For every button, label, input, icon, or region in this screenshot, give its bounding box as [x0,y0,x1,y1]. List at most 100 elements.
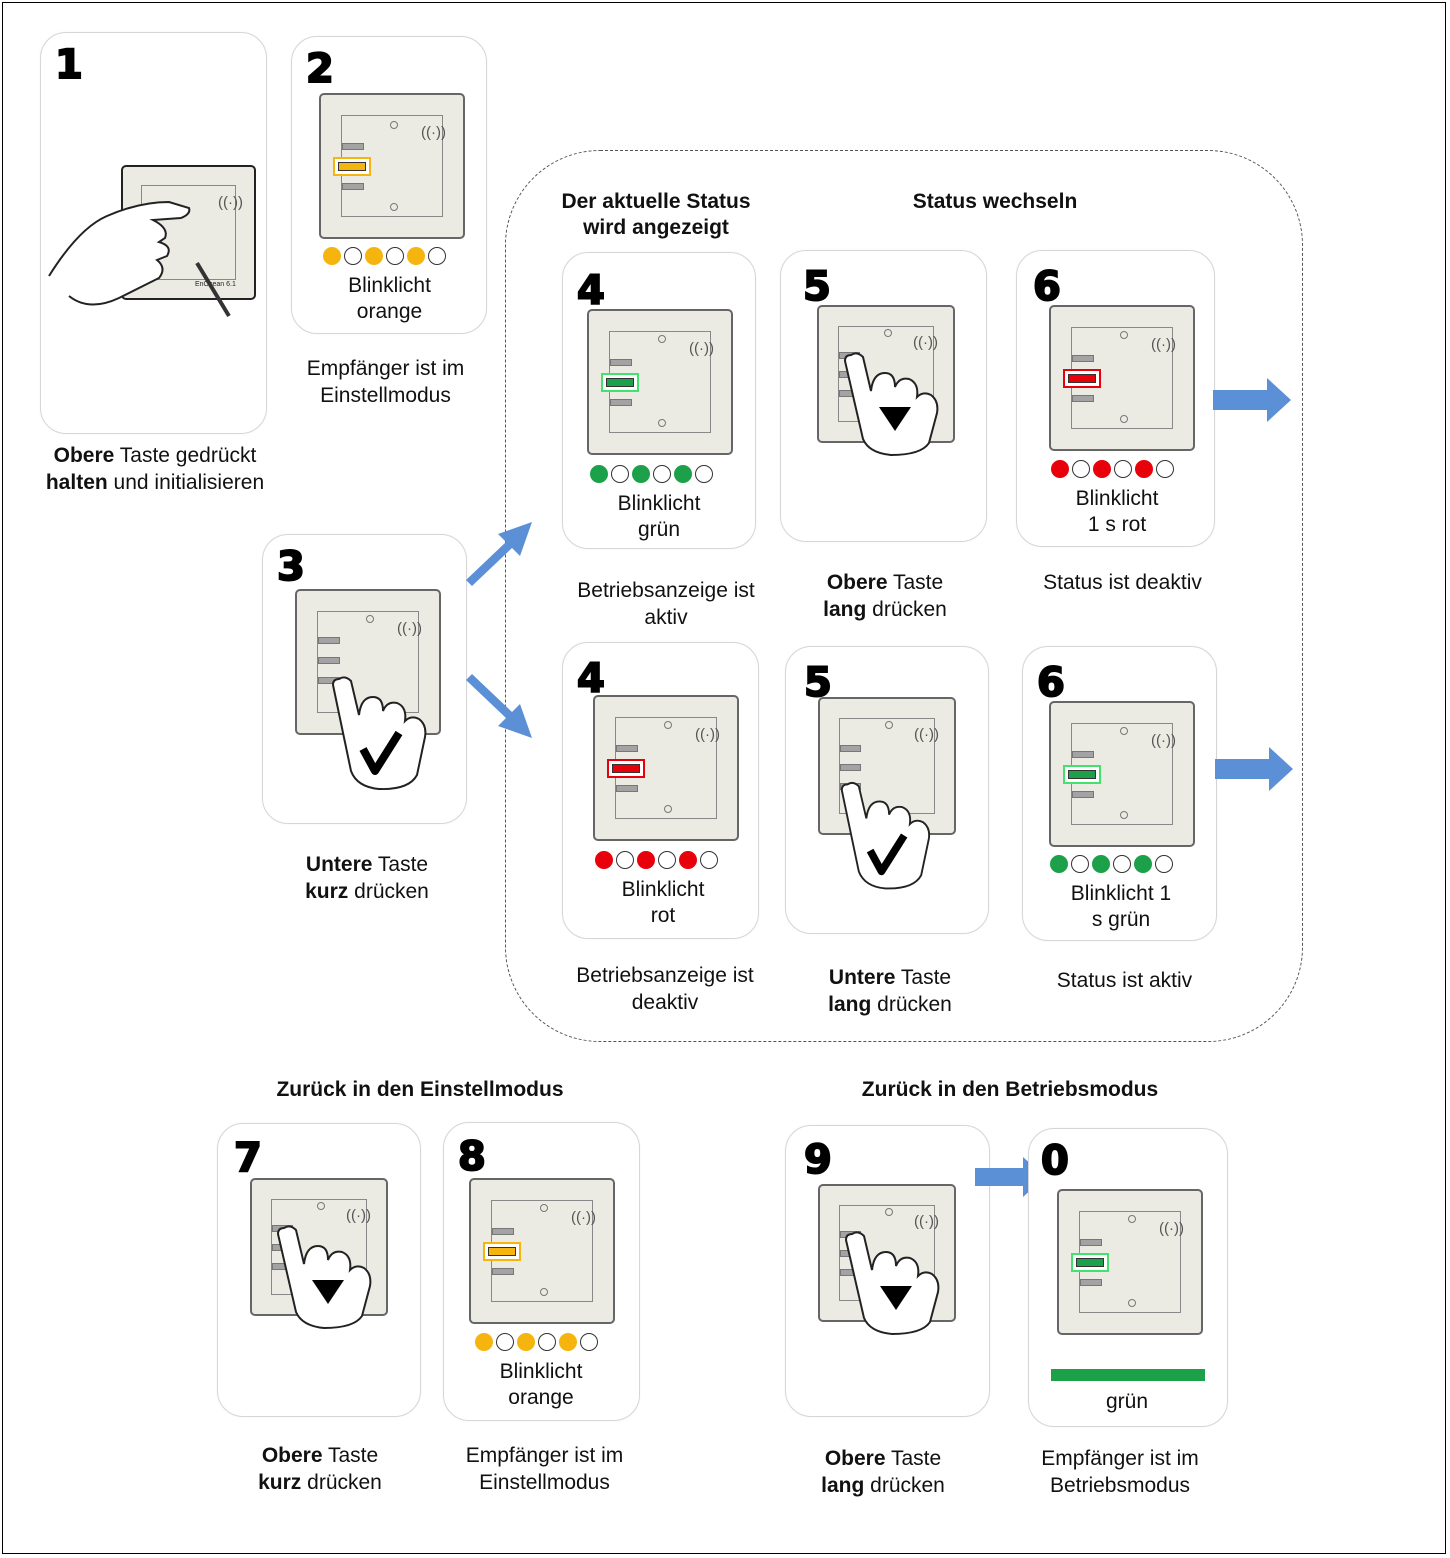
dot-on [517,1333,535,1351]
heading-change-status: Status wechseln [912,190,1078,213]
step-5-top-caption: Obere Taste lang drücken [780,569,990,623]
pressing-hand-down-icon [276,1225,372,1330]
dot-on [632,465,650,483]
middle-rocker [840,764,861,771]
switch-plate: ((·)) [1049,305,1195,451]
dot-on [1092,855,1110,873]
screw-icon [540,1288,548,1296]
caption-bold: lang [821,1474,865,1497]
caption-text: drücken [866,598,947,621]
step-card-2: 2 ((·)) Blinklicht orange [291,36,487,334]
antenna-icon: ((·)) [218,194,243,211]
step-6-top-caption: Status ist deaktiv [1043,571,1202,594]
antenna-icon: ((·)) [571,1209,596,1226]
upper-rocker [616,745,638,752]
dot-on [679,851,697,869]
dot-off [428,247,446,265]
step-card-0: 0 ((·)) grün [1028,1128,1228,1427]
step-number: 7 [233,1135,263,1181]
step-card-9: 9 ((·)) [785,1125,990,1417]
blink-label: Blinklicht orange [348,274,431,323]
heading-back-setting-mode: Zurück in den Einstellmodus [276,1078,564,1101]
lower-rocker [610,399,632,406]
blink-label: Blinklicht 1 s rot [1075,487,1159,536]
screw-icon [540,1204,548,1212]
lower-rocker [492,1268,514,1275]
steady-green-bar [1051,1369,1205,1381]
arrow-right-icon [1213,378,1291,422]
dot-off [1071,855,1089,873]
step-card-8: 8 ((·)) Blinklicht orange [443,1122,640,1421]
dot-on [365,247,383,265]
dot-on [1135,460,1153,478]
dot-off [695,465,713,483]
screw-icon [390,203,398,211]
screw-icon [1120,331,1128,339]
step-number: 9 [803,1137,833,1183]
upper-rocker [492,1228,514,1235]
step-3-caption: Untere Taste kurz drücken [262,851,472,905]
step-number: 5 [802,264,832,310]
dot-on [1093,460,1111,478]
antenna-icon: ((·)) [397,620,422,637]
dot-on [595,851,613,869]
step-6-bottom-caption: Status ist aktiv [1056,969,1193,992]
led-blink-red [1068,374,1096,383]
screw-icon [317,1202,325,1210]
dot-on [637,851,655,869]
upper-rocker [610,359,632,366]
step-card-6-top: 6 ((·)) Blinklicht 1 s rot [1016,250,1215,547]
screw-icon [1120,811,1128,819]
blink-pattern [595,851,718,869]
caption-bold: lang [823,598,867,621]
pressing-hand-check-icon [840,781,931,890]
light-label: grün [1105,1390,1149,1413]
pressing-hand-with-pin-icon [48,200,231,318]
screw-icon [885,721,893,729]
step-card-5-bottom: 5 ((·)) [785,646,989,934]
led-blink-orange [338,162,366,171]
step-number: 3 [276,544,306,590]
arrow-down-right-icon [466,674,532,738]
dot-on [1134,855,1152,873]
led-blink-green [1068,770,1096,779]
status-group-dashed-box [505,150,1303,1042]
heading-back-operation-mode: Zurück in den Betriebsmodus [861,1078,1159,1101]
step-number: 2 [305,46,335,92]
step-5-bottom-caption: Untere Taste lang drücken [785,964,995,1018]
dot-off [580,1333,598,1351]
caption-bold: halten [45,471,108,494]
antenna-icon: ((·)) [695,726,720,743]
upper-rocker [1080,1239,1102,1246]
step-card-4-bottom: 4 ((·)) Blinklicht rot [562,642,759,939]
arrow-right-icon [975,1157,1045,1197]
pressing-hand-down-icon [844,1231,940,1336]
step-7-caption: Obere Taste kurz drücken [215,1442,425,1496]
step-0-caption: Empfänger ist im Betriebsmodus [1041,1447,1199,1497]
dot-off [700,851,718,869]
lower-rocker [1072,395,1094,402]
led-blink-red [612,764,640,773]
dot-off [611,465,629,483]
caption-bold: Untere [828,966,896,989]
antenna-icon: ((·)) [914,726,939,743]
caption-bold: Obere [53,444,115,467]
caption-text: drücken [301,1471,382,1494]
step-1-caption: Obere Taste gedrückt halten und initiali… [20,442,290,496]
dot-on [559,1333,577,1351]
screw-icon [885,1208,893,1216]
caption-text: drücken [864,1474,945,1497]
dot-off [1156,460,1174,478]
step-number: 6 [1032,264,1062,310]
blink-label: Blinklicht grün [617,492,701,541]
switch-plate: ((·)) [319,93,465,239]
dot-off [1113,855,1131,873]
screw-icon [1128,1215,1136,1223]
blink-label: Blinklicht 1 s grün [1070,882,1172,931]
lower-rocker [616,785,638,792]
step-card-1: 1 ((·)) EnOcean 6.1 [40,32,267,434]
arrow-right-icon [1215,747,1293,791]
dot-off [538,1333,556,1351]
caption-text: und initialisieren [107,471,265,494]
upper-rocker [318,637,340,644]
